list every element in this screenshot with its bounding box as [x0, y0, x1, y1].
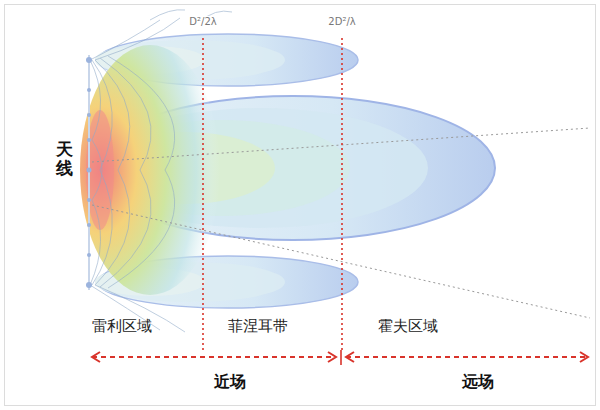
boundary-formula: D²/2λ	[189, 16, 216, 27]
field-label: 远场	[462, 372, 494, 393]
boundary-formula: 2D²/λ	[328, 16, 355, 27]
boundary-line	[202, 38, 204, 350]
beam-edge	[92, 128, 590, 162]
frame	[5, 5, 596, 406]
region-label: 霍夫区域	[378, 317, 438, 336]
wavefronts	[90, 10, 232, 332]
region-label: 雷利区域	[92, 317, 152, 336]
near-field-core	[80, 45, 220, 295]
antenna-array	[86, 55, 92, 290]
boundary-line	[341, 38, 343, 350]
beam-edge	[92, 205, 590, 318]
antenna-label: 天线	[56, 140, 73, 177]
field-label: 近场	[214, 372, 246, 393]
range-arrow	[346, 352, 588, 362]
range-arrow	[92, 352, 336, 362]
range-divider	[340, 350, 342, 365]
region-label: 菲涅耳带	[228, 317, 288, 336]
